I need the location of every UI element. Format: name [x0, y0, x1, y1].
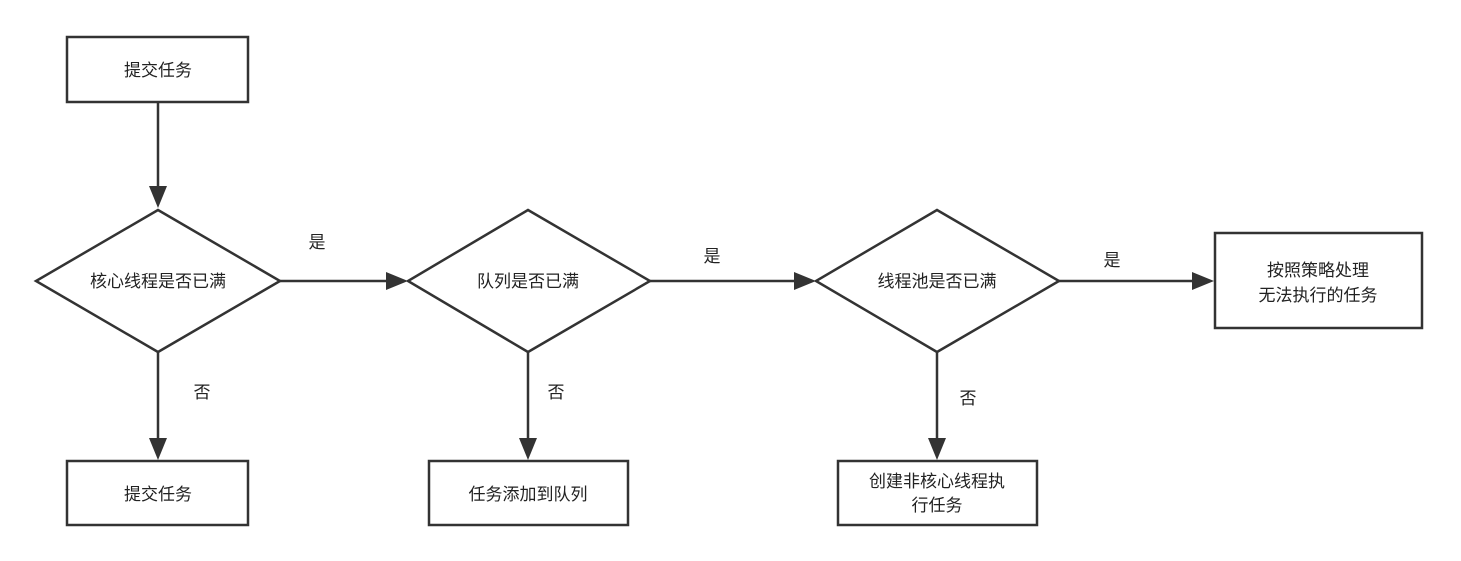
node-add-to-queue: 任务添加到队列 — [427, 459, 630, 527]
node-label: 提交任务 — [124, 485, 192, 505]
edge-queue-to-pool — [650, 272, 816, 290]
node-reject-policy: 按照策略处理 无法执行的任务 — [1213, 231, 1424, 330]
edge-pool-to-reject — [1059, 272, 1214, 290]
edge-label-yes-1: 是 — [309, 233, 326, 253]
node-create-non-core-thread: 创建非核心线程执 行任务 — [836, 459, 1039, 527]
node-label: 核心线程是否已满 — [90, 272, 226, 292]
edge-queue-to-add — [519, 352, 537, 460]
edge-label-no-3: 否 — [960, 389, 977, 409]
node-decision-core-full: 核心线程是否已满 — [33, 208, 283, 354]
edge-label-no-1: 否 — [194, 383, 211, 403]
node-decision-queue-full: 队列是否已满 — [405, 208, 653, 354]
node-label-line2: 行任务 — [912, 496, 963, 516]
node-submit-task-top: 提交任务 — [65, 35, 250, 104]
node-label-line1: 创建非核心线程执 — [869, 472, 1005, 492]
node-label-line2: 无法执行的任务 — [1259, 286, 1378, 306]
node-label: 队列是否已满 — [477, 272, 579, 292]
edge-core-to-queue — [280, 272, 408, 290]
edge-pool-to-create — [928, 352, 946, 460]
edge-core-to-submit-bottom — [149, 352, 167, 460]
edge-submit-to-core — [149, 102, 167, 208]
node-label: 线程池是否已满 — [878, 272, 997, 292]
edge-label-no-2: 否 — [548, 383, 565, 403]
edge-label-yes-2: 是 — [704, 247, 721, 267]
edge-label-yes-3: 是 — [1104, 251, 1121, 271]
node-label: 任务添加到队列 — [469, 485, 588, 505]
node-submit-task-bottom: 提交任务 — [65, 459, 250, 527]
node-label: 提交任务 — [124, 61, 192, 81]
node-decision-pool-full: 线程池是否已满 — [813, 208, 1062, 354]
node-label-line1: 按照策略处理 — [1267, 261, 1369, 281]
